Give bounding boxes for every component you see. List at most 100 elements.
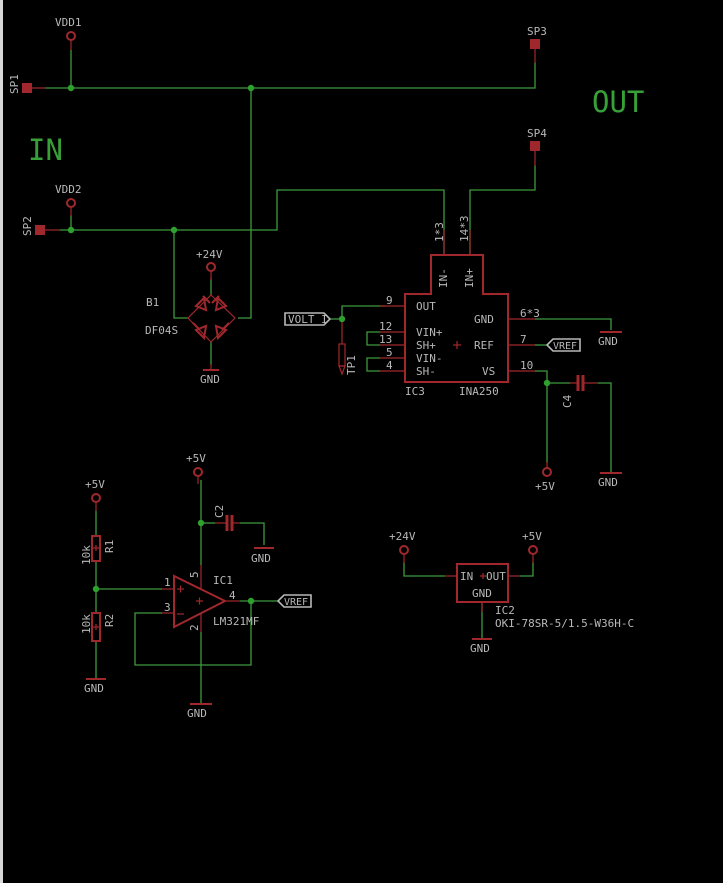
gnd-ic3[interactable]: GND (598, 331, 622, 348)
junction (170, 226, 178, 234)
r1-value: 10k (80, 545, 93, 565)
ic3-ina250[interactable]: IN- IN+ OUT VIN+ SH+ VIN- SH- GND REF VS… (379, 216, 540, 399)
ic2-name: IC2 (495, 604, 515, 617)
ic3-pinnum-sh-minus: 4 (386, 359, 393, 372)
supply-5v-reg[interactable]: +5V (522, 530, 542, 563)
ic3-pin-sh-minus: SH- (416, 365, 436, 378)
gnd-c2-label: GND (251, 552, 271, 565)
bridge-b1[interactable]: B1 DF04S (145, 294, 236, 343)
r2-value: 10k (80, 614, 93, 634)
gnd-bridge[interactable]: GND (200, 364, 220, 386)
resistor-r1[interactable]: 10k R1 (80, 535, 116, 565)
supply-vdd2[interactable]: VDD2 (55, 183, 82, 216)
ic2-value: OKI-78SR-5/1.5-W36H-C (495, 617, 634, 630)
gnd-c2[interactable]: GND (251, 547, 274, 565)
wire-shunt-plus[interactable] (366, 331, 380, 346)
pad-sp3[interactable]: SP3 (527, 25, 547, 63)
ic3-pin-ref: REF (474, 339, 494, 352)
tp1-label: TP1 (345, 355, 358, 375)
net-label-vref-ic3[interactable]: VREF (545, 338, 581, 352)
regulator-ic2[interactable]: IN OUT GND IC2 OKI-78SR-5/1.5-W36H-C (445, 563, 634, 630)
pad-sp1-label: SP1 (8, 74, 21, 94)
r1-name: R1 (103, 540, 116, 553)
gnd-c4-label: GND (598, 476, 618, 489)
c4-label: C4 (561, 394, 574, 408)
supply-5v-r1[interactable]: +5V (85, 478, 105, 511)
supply-24v-reg-label: +24V (389, 530, 416, 543)
in-label: IN (28, 133, 63, 167)
capacitor-c4[interactable]: C4 (561, 375, 598, 408)
supply-5v-ic1-label: +5V (186, 452, 206, 465)
ic2-pin-in: IN (460, 570, 473, 583)
wire-sp4[interactable] (469, 165, 536, 255)
net-label-vref-ic3-text: VREF (553, 341, 577, 352)
supply-24v-bridge[interactable]: +24V (196, 248, 223, 280)
pad-sp1[interactable]: SP1 (8, 74, 46, 94)
net-label-volt-i-text: VOLT_I (288, 313, 328, 326)
ic3-pinnum-vin-minus: 5 (386, 346, 393, 359)
wire-shunt-minus[interactable] (366, 357, 380, 372)
wire-ic2-out[interactable] (520, 562, 534, 577)
ic3-pinnum-vs: 10 (520, 359, 533, 372)
ic3-pin-gnd: GND (474, 313, 494, 326)
bridge-b1-name: B1 (146, 296, 159, 309)
ic3-pinnum-in-minus: 1*3 (433, 222, 446, 242)
wire-vs[interactable] (535, 370, 548, 463)
supply-5v-ic3-label: +5V (535, 480, 555, 493)
supply-5v-ic3[interactable]: +5V (535, 462, 555, 493)
c2-label: C2 (213, 505, 226, 518)
junction (67, 84, 75, 92)
testpoint-tp1[interactable]: TP1 (338, 322, 358, 376)
net-label-vref-ic1[interactable]: VREF (276, 594, 312, 608)
window-edge (0, 0, 3, 883)
net-label-vref-ic1-text: VREF (284, 597, 308, 608)
wire-feedback[interactable] (134, 601, 252, 666)
gnd-ic1[interactable]: GND (187, 703, 212, 720)
ic1-value: LM321MF (213, 615, 259, 628)
ic3-pinnum-gnd: 6*3 (520, 307, 540, 320)
ic3-pin-out: OUT (416, 300, 436, 313)
wire-rail-to-bridge-left[interactable] (173, 230, 188, 319)
opamp-ic1[interactable]: 1 3 4 5 2 IC1 LM321MF (162, 565, 259, 632)
pad-sp4[interactable]: SP4 (527, 127, 547, 166)
ic1-pinnum-in-plus: 1 (164, 576, 171, 589)
gnd-ic3-label: GND (598, 335, 618, 348)
gnd-r2[interactable]: GND (84, 678, 106, 695)
wire-out[interactable] (341, 305, 385, 319)
supply-vdd1[interactable]: VDD1 (55, 16, 82, 50)
junction (247, 597, 255, 605)
wires (44, 50, 612, 703)
ic3-pin-in-minus: IN- (437, 268, 450, 288)
junction (338, 315, 346, 323)
pad-sp2[interactable]: SP2 (21, 216, 60, 236)
wire-c2-gnd[interactable] (240, 522, 265, 545)
junction (247, 84, 255, 92)
ic2-pin-gnd: GND (472, 587, 492, 600)
origin-cross-icon (196, 597, 203, 605)
wire-bottom-rail[interactable] (60, 189, 445, 255)
ic3-pinnum-vin-plus: 12 (379, 320, 392, 333)
wire-rail-to-bridge[interactable] (238, 88, 252, 319)
gnd-reg[interactable]: GND (470, 638, 492, 655)
wire-c4-right[interactable] (598, 382, 612, 472)
origin-cross-icon (480, 573, 486, 579)
ic1-pinnum-gnd: 2 (188, 624, 201, 631)
supply-5v-reg-label: +5V (522, 530, 542, 543)
supply-5v-ic1[interactable]: +5V (186, 452, 206, 484)
net-label-volt-i[interactable]: VOLT_I (284, 312, 332, 326)
ic1-pinnum-in-minus: 3 (164, 601, 171, 614)
capacitor-c2[interactable]: C2 (213, 505, 240, 531)
r2-name: R2 (103, 614, 116, 627)
junction (67, 226, 75, 234)
wire-top-rail[interactable] (44, 62, 536, 89)
wire-gnd-ic3[interactable] (535, 318, 612, 330)
resistor-r2[interactable]: 10k R2 (80, 612, 116, 642)
diode-icon (192, 295, 230, 341)
junction (197, 519, 205, 527)
supply-24v-reg[interactable]: +24V (389, 530, 416, 563)
gnd-c4[interactable]: GND (598, 472, 622, 489)
supply-vdd2-label: VDD2 (55, 183, 82, 196)
wire-ic2-in[interactable] (403, 562, 445, 577)
pad-sp4-label: SP4 (527, 127, 547, 140)
